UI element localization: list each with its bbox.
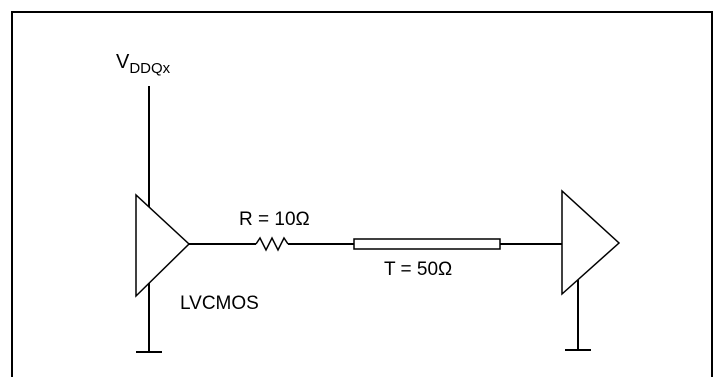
transmission-line (353, 238, 501, 250)
resistor-label: R = 10Ω (239, 209, 310, 230)
transmission-line-label: T = 50Ω (384, 259, 452, 280)
series-resistor (255, 236, 289, 252)
supply-label: VDDQx (116, 51, 171, 77)
frame-border (11, 11, 713, 377)
supply-label-sub: DDQx (129, 60, 170, 77)
driver-label: LVCMOS (180, 293, 259, 314)
receiver-buffer (561, 189, 621, 296)
driver-buffer (135, 193, 191, 298)
supply-label-main: V (116, 51, 130, 73)
